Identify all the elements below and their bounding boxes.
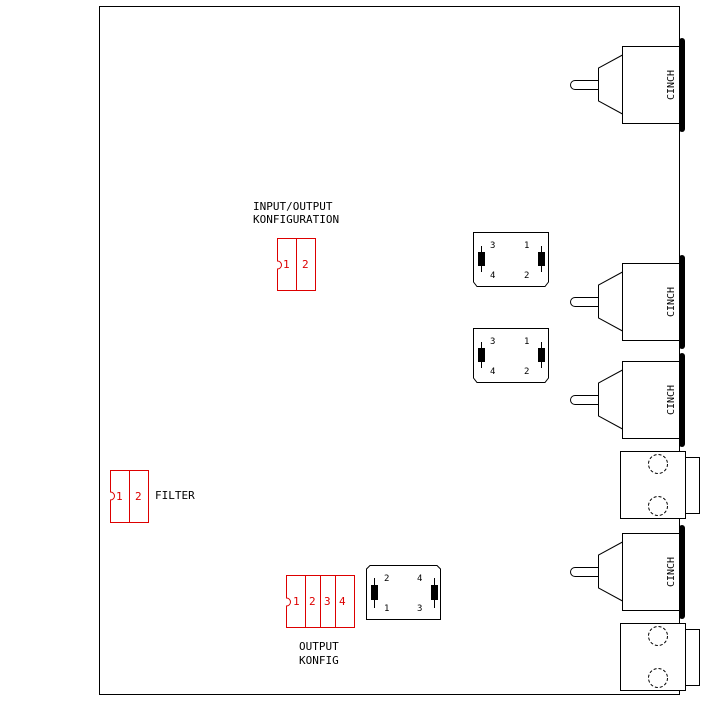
jumper-pin-label: 3	[324, 595, 331, 608]
filter-label: FILTER	[155, 489, 195, 502]
relay-pin-label: 3	[417, 604, 422, 614]
relay-pin-label: 3	[490, 337, 495, 347]
jumper-pin-label: 2	[135, 490, 142, 503]
output-config-label-line1: OUTPUT	[299, 640, 339, 653]
cinch-connector[interactable]: CINCH	[570, 38, 686, 132]
relay-pin-label: 1	[524, 241, 529, 251]
io-config-label-line2: KONFIGURATION	[253, 213, 339, 226]
io-config-jumper[interactable]: 1 2	[277, 238, 316, 291]
jumper-pin-label: 2	[302, 258, 309, 271]
relay-pin-label: 3	[490, 241, 495, 251]
jack-socket[interactable]	[620, 623, 700, 691]
cinch-connector[interactable]: CINCH	[570, 525, 686, 619]
cinch-connector[interactable]: CINCH	[570, 255, 686, 349]
board-outline	[99, 6, 680, 695]
relay-pin-label: 2	[524, 271, 529, 281]
relay-pin-label: 4	[417, 574, 422, 584]
jumper-pin-label: 1	[116, 490, 123, 503]
io-config-label-line1: INPUT/OUTPUT	[253, 200, 333, 213]
relay-pin-label: 1	[384, 604, 389, 614]
cinch-label: CINCH	[666, 70, 677, 100]
relay: 2 4 1 3	[366, 565, 441, 620]
relay-pin-label: 1	[524, 337, 529, 347]
jack-socket[interactable]	[620, 451, 700, 519]
output-config-label-line2: KONFIG	[299, 654, 339, 667]
relay-pin-label: 4	[490, 271, 495, 281]
relay: 3 1 4 2	[473, 232, 549, 287]
relay-pin-label: 2	[524, 367, 529, 377]
cinch-connector[interactable]: CINCH	[570, 353, 686, 447]
relay-pin-label: 2	[384, 574, 389, 584]
jumper-pin-label: 1	[283, 258, 290, 271]
output-config-jumper[interactable]: 1 2 3 4	[286, 575, 355, 628]
jumper-pin-label: 4	[339, 595, 346, 608]
jumper-pin-label: 2	[309, 595, 316, 608]
cinch-label: CINCH	[666, 557, 677, 587]
relay: 3 1 4 2	[473, 328, 549, 383]
cinch-label: CINCH	[666, 385, 677, 415]
cinch-label: CINCH	[666, 287, 677, 317]
jumper-pin-label: 1	[293, 595, 300, 608]
filter-jumper[interactable]: 1 2	[110, 470, 149, 523]
relay-pin-label: 4	[490, 367, 495, 377]
